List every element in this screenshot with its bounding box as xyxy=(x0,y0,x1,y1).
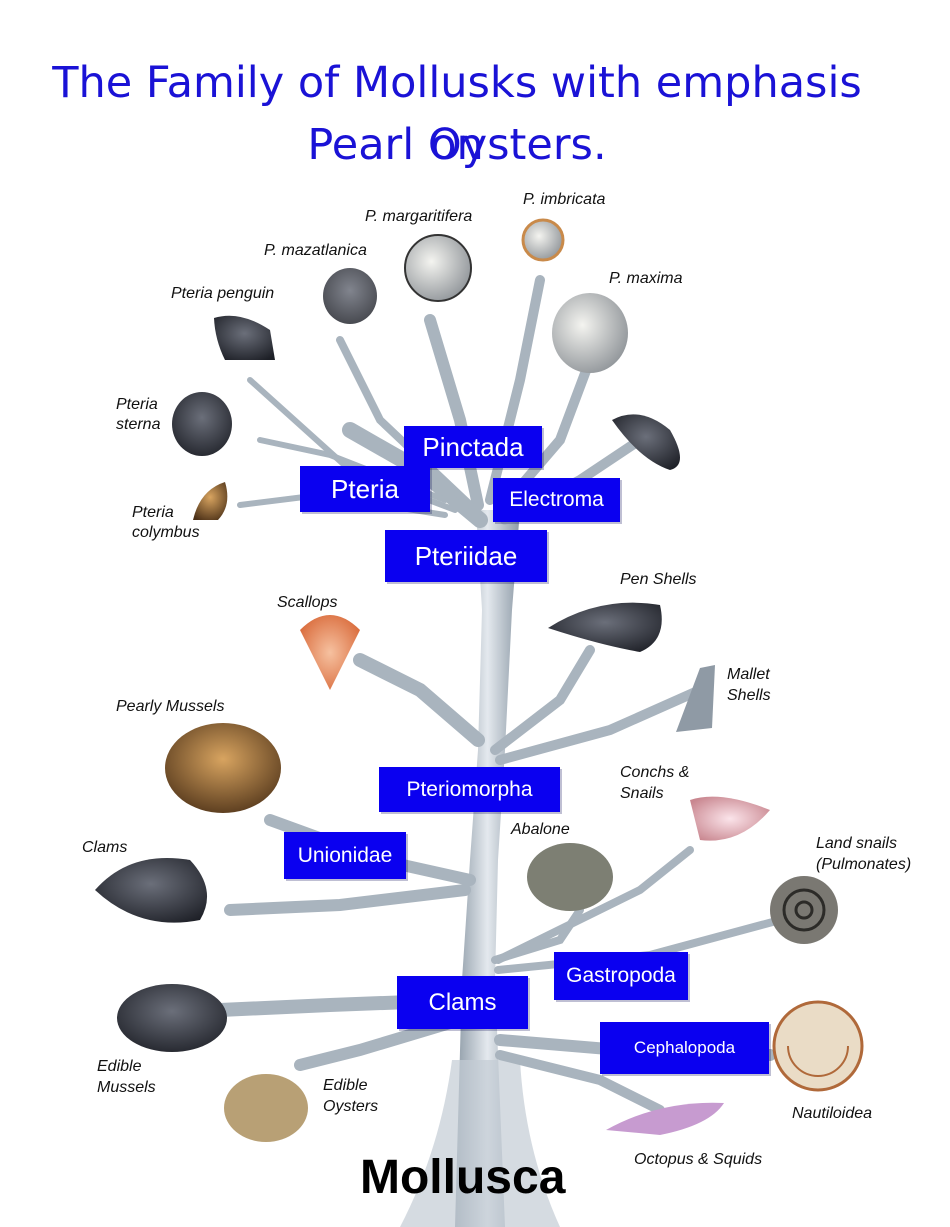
scallop-shell-icon xyxy=(300,615,360,690)
edible-oyster-shell-icon xyxy=(224,1074,308,1142)
label-land-snails-line-1: Land snails xyxy=(816,835,897,852)
label-pteria-colymbus-line-2: colymbus xyxy=(132,524,200,541)
unionidae-box: Unionidae xyxy=(284,832,406,879)
label-abalone: Abalone xyxy=(511,821,570,838)
label-pteria-penguin: Pteria penguin xyxy=(171,285,275,302)
nautilus-shell-icon xyxy=(772,1000,864,1092)
mallet-shell-icon xyxy=(676,665,715,732)
label-mallet-shells-line-1: Mallet xyxy=(727,666,770,683)
label-mallet-shells-line-2: Shells xyxy=(727,687,771,704)
pearly-mussel-shell-icon xyxy=(165,723,281,813)
pteriomorpha-box: Pteriomorpha xyxy=(379,767,560,812)
label-conchs-line-2: Snails xyxy=(620,785,664,802)
label-pteria-colymbus-line-1: Pteria xyxy=(132,504,174,521)
page-title-line-2: Pearl Oysters. xyxy=(307,120,607,170)
label-scallops: Scallops xyxy=(277,594,338,611)
abalone-shell-icon xyxy=(527,843,613,911)
electroma-box: Electroma xyxy=(493,478,620,522)
label-edible-oysters-line-1: Edible xyxy=(323,1077,368,1094)
clam-shell-icon xyxy=(95,858,208,923)
label-edible-mussels-line-2: Mussels xyxy=(97,1079,156,1096)
pen-shell-icon xyxy=(548,602,662,652)
shell-images xyxy=(95,218,864,1142)
root-label-mollusca: Mollusca xyxy=(360,1151,566,1204)
label-edible-mussels-line-1: Edible xyxy=(97,1058,142,1075)
label-p-mazatlanica: P. mazatlanica xyxy=(264,242,367,259)
pteria-box: Pteria xyxy=(300,466,430,512)
label-p-margaritifera: P. margaritifera xyxy=(365,208,473,225)
label-pteria-sterna-line-2: sterna xyxy=(116,416,161,433)
p-margaritifera-shell-icon xyxy=(404,234,472,302)
tree-trunk xyxy=(400,510,560,1227)
pteria-colymbus-shell-icon xyxy=(193,482,228,520)
squid-icon xyxy=(606,1102,724,1135)
pinctada-shell-icon xyxy=(612,414,680,470)
cephalopoda-box: Cephalopoda xyxy=(600,1022,769,1074)
gastropoda-box: Gastropoda xyxy=(554,952,688,1000)
label-octopus-squids: Octopus & Squids xyxy=(634,1151,763,1168)
pteria-sterna-shell-icon xyxy=(172,392,232,456)
page-title-line-1: The Family of Mollusks with emphasis on xyxy=(52,58,862,170)
land-snail-shell-icon xyxy=(770,876,838,944)
label-p-maxima: P. maxima xyxy=(609,270,683,287)
label-pteria-sterna-line-1: Pteria xyxy=(116,396,158,413)
edible-mussel-shell-icon xyxy=(117,984,227,1052)
p-maxima-shell-icon xyxy=(552,293,628,373)
label-nautiloidea: Nautiloidea xyxy=(792,1105,873,1122)
pinctada-box: Pinctada xyxy=(404,426,542,468)
label-clams: Clams xyxy=(82,839,128,856)
conch-shell-icon xyxy=(690,796,770,841)
label-land-snails-line-2: (Pulmonates) xyxy=(816,856,912,873)
pteriidae-box: Pteriidae xyxy=(385,530,547,582)
label-edible-oysters-line-2: Oysters xyxy=(323,1098,379,1115)
pteria-penguin-shell-icon xyxy=(214,315,275,360)
label-pen-shells: Pen Shells xyxy=(620,571,697,588)
p-mazatlanica-shell-icon xyxy=(323,268,377,324)
p-imbricata-shell-icon xyxy=(521,218,565,262)
label-p-imbricata: P. imbricata xyxy=(523,191,606,208)
label-conchs-line-1: Conchs & xyxy=(620,764,690,781)
label-pearly-mussels: Pearly Mussels xyxy=(116,698,225,715)
clams-box: Clams xyxy=(397,976,528,1029)
